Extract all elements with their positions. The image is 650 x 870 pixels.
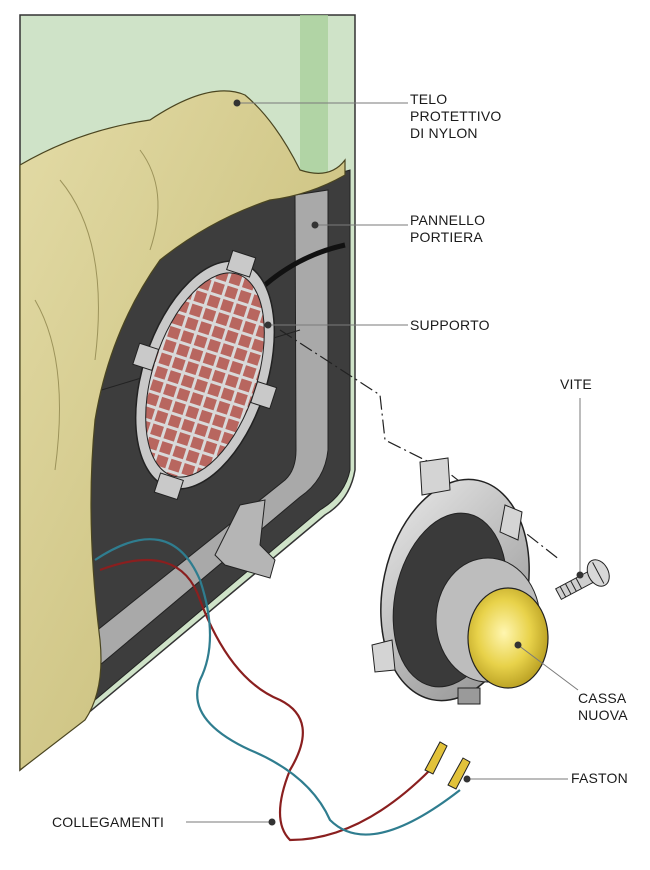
label-line: TELO — [410, 91, 448, 107]
label-line: PANNELLO — [410, 212, 486, 228]
label-collegamenti: COLLEGAMENTI — [52, 814, 164, 831]
label-faston: FASTON — [571, 770, 628, 787]
door-bracket — [214, 499, 276, 579]
label-vite: VITE — [560, 376, 592, 393]
label-line: CASSA — [578, 690, 627, 706]
label-line: SUPPORTO — [410, 317, 490, 333]
leader-lines — [186, 99, 584, 826]
label-telo-protettivo: TELO PROTETTIVO DI NYLON — [410, 91, 501, 142]
label-supporto: SUPPORTO — [410, 317, 490, 334]
label-cassa-nuova: CASSA NUOVA — [578, 690, 628, 724]
label-line: PROTETTIVO — [410, 108, 502, 124]
label-line: NUOVA — [578, 707, 628, 723]
label-pannello-portiera: PANNELLO PORTIERA — [410, 212, 485, 246]
label-line: COLLEGAMENTI — [52, 814, 165, 830]
label-line: FASTON — [571, 770, 628, 786]
door-stripe — [300, 15, 328, 195]
nylon-sheet — [19, 90, 346, 772]
screw — [555, 559, 610, 601]
label-line: VITE — [560, 376, 592, 392]
wire-red — [99, 558, 431, 842]
label-line: PORTIERA — [410, 229, 483, 245]
faston-connectors — [424, 741, 471, 790]
speaker-support — [132, 249, 278, 501]
new-speaker — [371, 457, 549, 705]
label-line: DI NYLON — [410, 125, 478, 141]
wire-blue — [94, 538, 461, 836]
alignment-line — [279, 329, 561, 561]
